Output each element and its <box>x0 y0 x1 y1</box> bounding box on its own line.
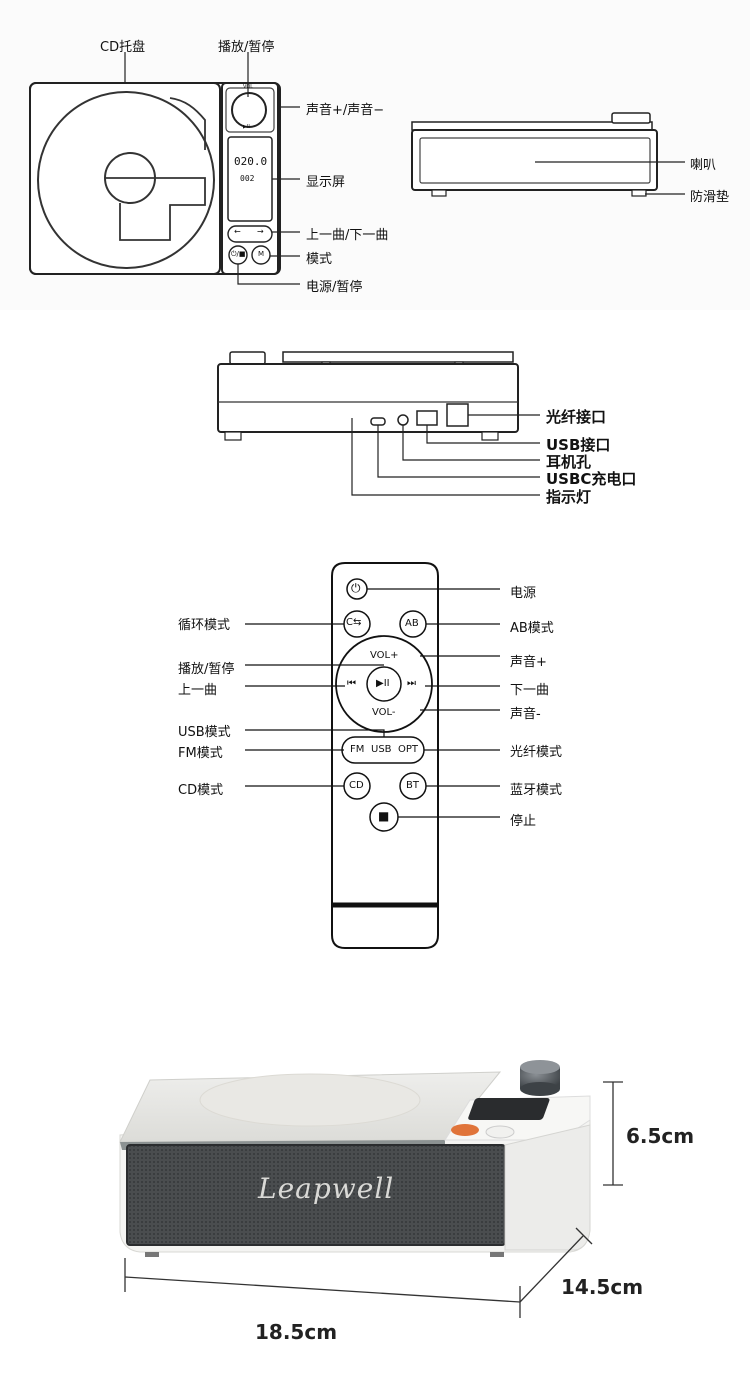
label-remote-prev: 上一曲 <box>178 683 218 698</box>
label-usb-mode: USB模式 <box>178 725 231 740</box>
label-cd-mode: CD模式 <box>178 783 224 798</box>
remote-cd-button: CD <box>349 780 364 791</box>
top-front-device <box>29 52 300 285</box>
remote-bt-button: BT <box>406 780 419 791</box>
remote-stop-icon: ■ <box>378 809 390 823</box>
label-power-pause: 电源/暂停 <box>306 280 363 295</box>
remote-power-icon: ⏻ <box>351 581 361 595</box>
device-power-button: ⏻/■ <box>231 250 246 258</box>
label-headphone: 耳机孔 <box>546 453 592 471</box>
label-loop-mode: 循环模式 <box>178 618 231 633</box>
brand-logo: Leapwell <box>258 1172 395 1205</box>
remote-loop-icon: C⇆ <box>346 617 362 628</box>
label-vol-up: 声音+ <box>510 655 547 670</box>
remote-opt-button: OPT <box>398 744 419 755</box>
label-antislip: 防滑垫 <box>690 190 730 205</box>
device-display-time: 020.0 <box>234 155 268 168</box>
label-fm-mode: FM模式 <box>178 746 223 761</box>
device-display-track: 002 <box>240 174 255 183</box>
top-side-device <box>411 112 685 197</box>
label-cd-tray: CD托盘 <box>100 40 146 55</box>
label-bt-mode: 蓝牙模式 <box>510 783 563 798</box>
label-usbc: USBC充电口 <box>546 470 637 488</box>
remote-next-icon: ⏭ <box>407 678 416 689</box>
label-usb: USB接口 <box>546 436 611 454</box>
device-vol-text: VOL <box>243 84 254 90</box>
remote-usb-button: USB <box>371 744 392 755</box>
device-prev-arrow: ← <box>234 227 241 236</box>
device-mode-button: M <box>258 250 265 258</box>
label-optical-mode: 光纤模式 <box>510 745 563 760</box>
remote-vol-minus: VOL- <box>372 707 396 718</box>
label-volume: 声音+/声音− <box>306 103 385 118</box>
label-indicator: 指示灯 <box>546 488 592 506</box>
remote-ab-button: AB <box>405 618 419 629</box>
label-remote-power: 电源 <box>510 586 537 601</box>
label-vol-down: 声音- <box>510 707 541 722</box>
dimension-height: 6.5cm <box>626 1124 695 1148</box>
rear-device <box>217 351 540 496</box>
dimension-width: 18.5cm <box>255 1320 338 1344</box>
label-remote-next: 下一曲 <box>510 683 550 698</box>
label-remote-play-pause: 播放/暂停 <box>178 662 235 677</box>
remote-prev-icon: ⏮ <box>347 678 356 689</box>
label-prev-next: 上一曲/下一曲 <box>306 228 389 243</box>
label-stop: 停止 <box>510 814 537 829</box>
label-ab-mode: AB模式 <box>510 621 554 636</box>
label-speaker: 喇叭 <box>690 158 717 173</box>
remote-vol-plus: VOL+ <box>370 650 399 661</box>
remote-fm-button: FM <box>350 744 365 755</box>
dimension-depth: 14.5cm <box>561 1275 644 1299</box>
device-play-icon: ▶II <box>243 124 250 130</box>
label-optical: 光纤接口 <box>546 408 607 426</box>
remote-play-icon: ▶II <box>376 678 390 689</box>
label-display: 显示屏 <box>306 175 346 190</box>
label-mode: 模式 <box>306 252 333 267</box>
remote-control <box>245 562 500 949</box>
label-play-pause: 播放/暂停 <box>218 40 275 55</box>
device-next-arrow: → <box>257 227 264 236</box>
